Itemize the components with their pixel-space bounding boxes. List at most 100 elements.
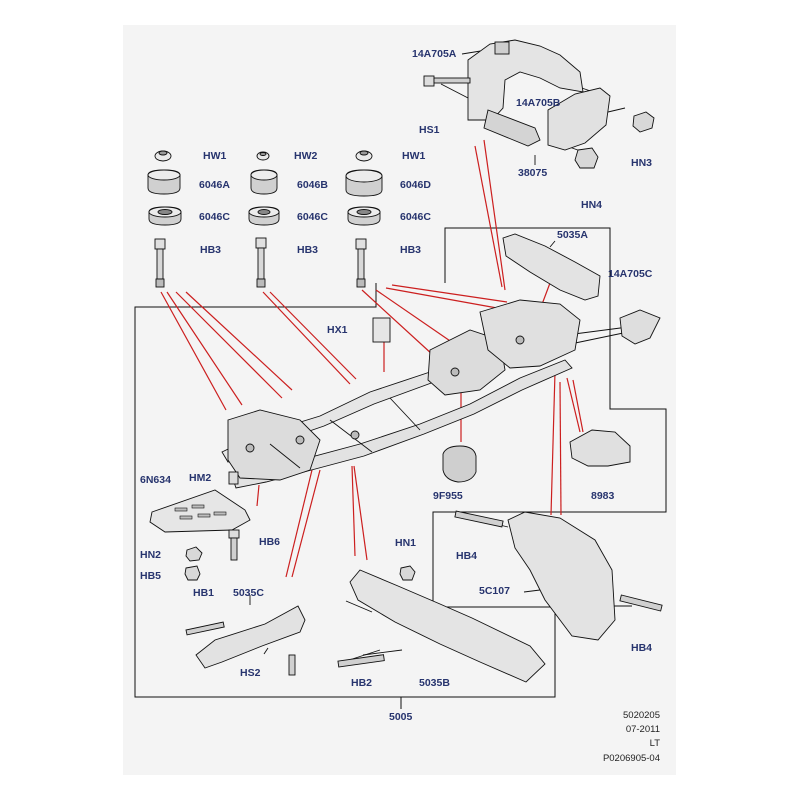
nut-hn4-icon <box>574 147 599 169</box>
callout-6046b: 6046B <box>297 179 328 191</box>
grouping-outlines <box>134 227 667 709</box>
callout-hn1: HN1 <box>395 537 417 549</box>
footer-code: 5020205 <box>623 710 660 721</box>
callout-6046c-middle: 6046C <box>297 211 328 223</box>
footer-market: LT <box>649 738 660 749</box>
callout-5035b: 5035B <box>419 677 450 689</box>
crossmember-5035b-icon <box>349 569 546 683</box>
footer-date: 07-2011 <box>625 724 660 735</box>
callout-hb3-middle: HB3 <box>297 244 319 256</box>
bolt-hb6-shank-icon <box>230 537 238 561</box>
bolt-hs1-shank-icon <box>433 77 471 84</box>
bracket-14a705b-icon <box>547 87 611 151</box>
leader-line <box>391 284 508 303</box>
leader-line <box>353 465 368 561</box>
leader-lines <box>160 139 584 578</box>
leader-line <box>566 377 581 433</box>
crossmember-mid-icon <box>427 329 506 396</box>
footer-illustration-number: P0206905-04 <box>602 753 660 764</box>
callout-hb5: HB5 <box>140 570 162 582</box>
bolt-shank-icon <box>257 247 265 280</box>
nut-hn2-icon <box>185 546 203 562</box>
frame-hole <box>450 367 460 377</box>
bolt-shank-icon <box>357 248 365 280</box>
callout-hs1: HS1 <box>419 124 440 136</box>
leader-line <box>375 289 457 346</box>
leader-line <box>256 484 260 507</box>
frame-group-outline <box>134 283 667 698</box>
connector-line <box>440 83 471 100</box>
callout-hn3: HN3 <box>631 157 653 169</box>
bolt-hb1-icon <box>185 621 225 636</box>
callout-38075: 38075 <box>518 167 548 179</box>
rear-bracket-assembly <box>423 39 655 169</box>
callout-14a705a: 14A705A <box>412 48 457 60</box>
body-mount-column-3 <box>345 150 383 288</box>
bolt-tip-icon <box>256 278 266 288</box>
callout-6n634: 6N634 <box>140 474 171 486</box>
frame-hole <box>515 335 525 345</box>
callout-hx1: HX1 <box>327 324 348 336</box>
bracket-14a705c-icon <box>619 309 661 345</box>
bush-9f955-icon <box>442 445 477 483</box>
callout-5005: 5005 <box>389 711 413 723</box>
washer-hole <box>259 152 267 156</box>
callout-hb4-lower: HB4 <box>631 642 653 654</box>
leader-line <box>550 371 556 516</box>
connector-line <box>523 589 541 593</box>
callout-hb3-right: HB3 <box>400 244 422 256</box>
leader-line <box>185 291 293 391</box>
callout-14a705c: 14A705C <box>608 268 653 280</box>
bolt-tip-icon <box>155 278 165 288</box>
frame-hole <box>350 430 360 440</box>
callout-hn4: HN4 <box>581 199 603 211</box>
nut-hn3-icon <box>632 111 655 133</box>
leader-line <box>474 145 503 288</box>
leader-line <box>572 379 584 433</box>
washer-hole <box>359 150 369 156</box>
bush-top-face <box>250 169 278 181</box>
connector-line <box>263 647 269 655</box>
leader-line <box>385 287 498 309</box>
washer-icon <box>158 150 168 156</box>
bush-top-face <box>147 169 181 181</box>
crossmember-5035a-icon <box>502 233 601 301</box>
leader-line <box>351 465 356 557</box>
bolt-hs1-head-icon <box>423 75 435 87</box>
lower-bush-hole <box>157 209 173 215</box>
leader-line <box>285 469 313 578</box>
leader-line <box>559 381 562 516</box>
leader-line <box>269 291 357 380</box>
callout-hn2: HN2 <box>140 549 162 561</box>
connector-line <box>549 240 556 248</box>
front-group-outline <box>444 227 611 290</box>
stud-hs2-icon <box>288 654 296 676</box>
bolt-hb4-lower-icon <box>619 594 663 612</box>
leader-line <box>160 291 227 411</box>
skid-plate-slot <box>179 515 193 520</box>
callout-14a705b: 14A705B <box>516 97 561 109</box>
frame-hole <box>295 435 305 445</box>
callout-hb2: HB2 <box>351 677 373 689</box>
callout-hm2: HM2 <box>189 472 212 484</box>
crossmember-5035c-icon <box>195 605 306 669</box>
leader-line <box>291 469 321 578</box>
bolt-shank-icon <box>156 248 164 280</box>
skid-plate-slot <box>197 513 211 518</box>
callout-5035c: 5035C <box>233 587 264 599</box>
callout-6046a: 6046A <box>199 179 230 191</box>
connector-line <box>362 649 403 656</box>
callout-6046c-right: 6046C <box>400 211 431 223</box>
callout-hb3-left: HB3 <box>200 244 222 256</box>
connector-line <box>345 600 373 613</box>
body-mount-column-2 <box>248 151 280 288</box>
clip-hx1-icon <box>372 317 391 343</box>
bolt-head-icon <box>154 238 166 250</box>
callout-hw1-left: HW1 <box>203 150 227 162</box>
lower-bush-hole <box>257 209 271 215</box>
tube-38075-icon <box>483 109 541 147</box>
leader-line <box>361 289 434 356</box>
skid-plate-slot <box>191 504 205 509</box>
callout-hb6: HB6 <box>259 536 281 548</box>
